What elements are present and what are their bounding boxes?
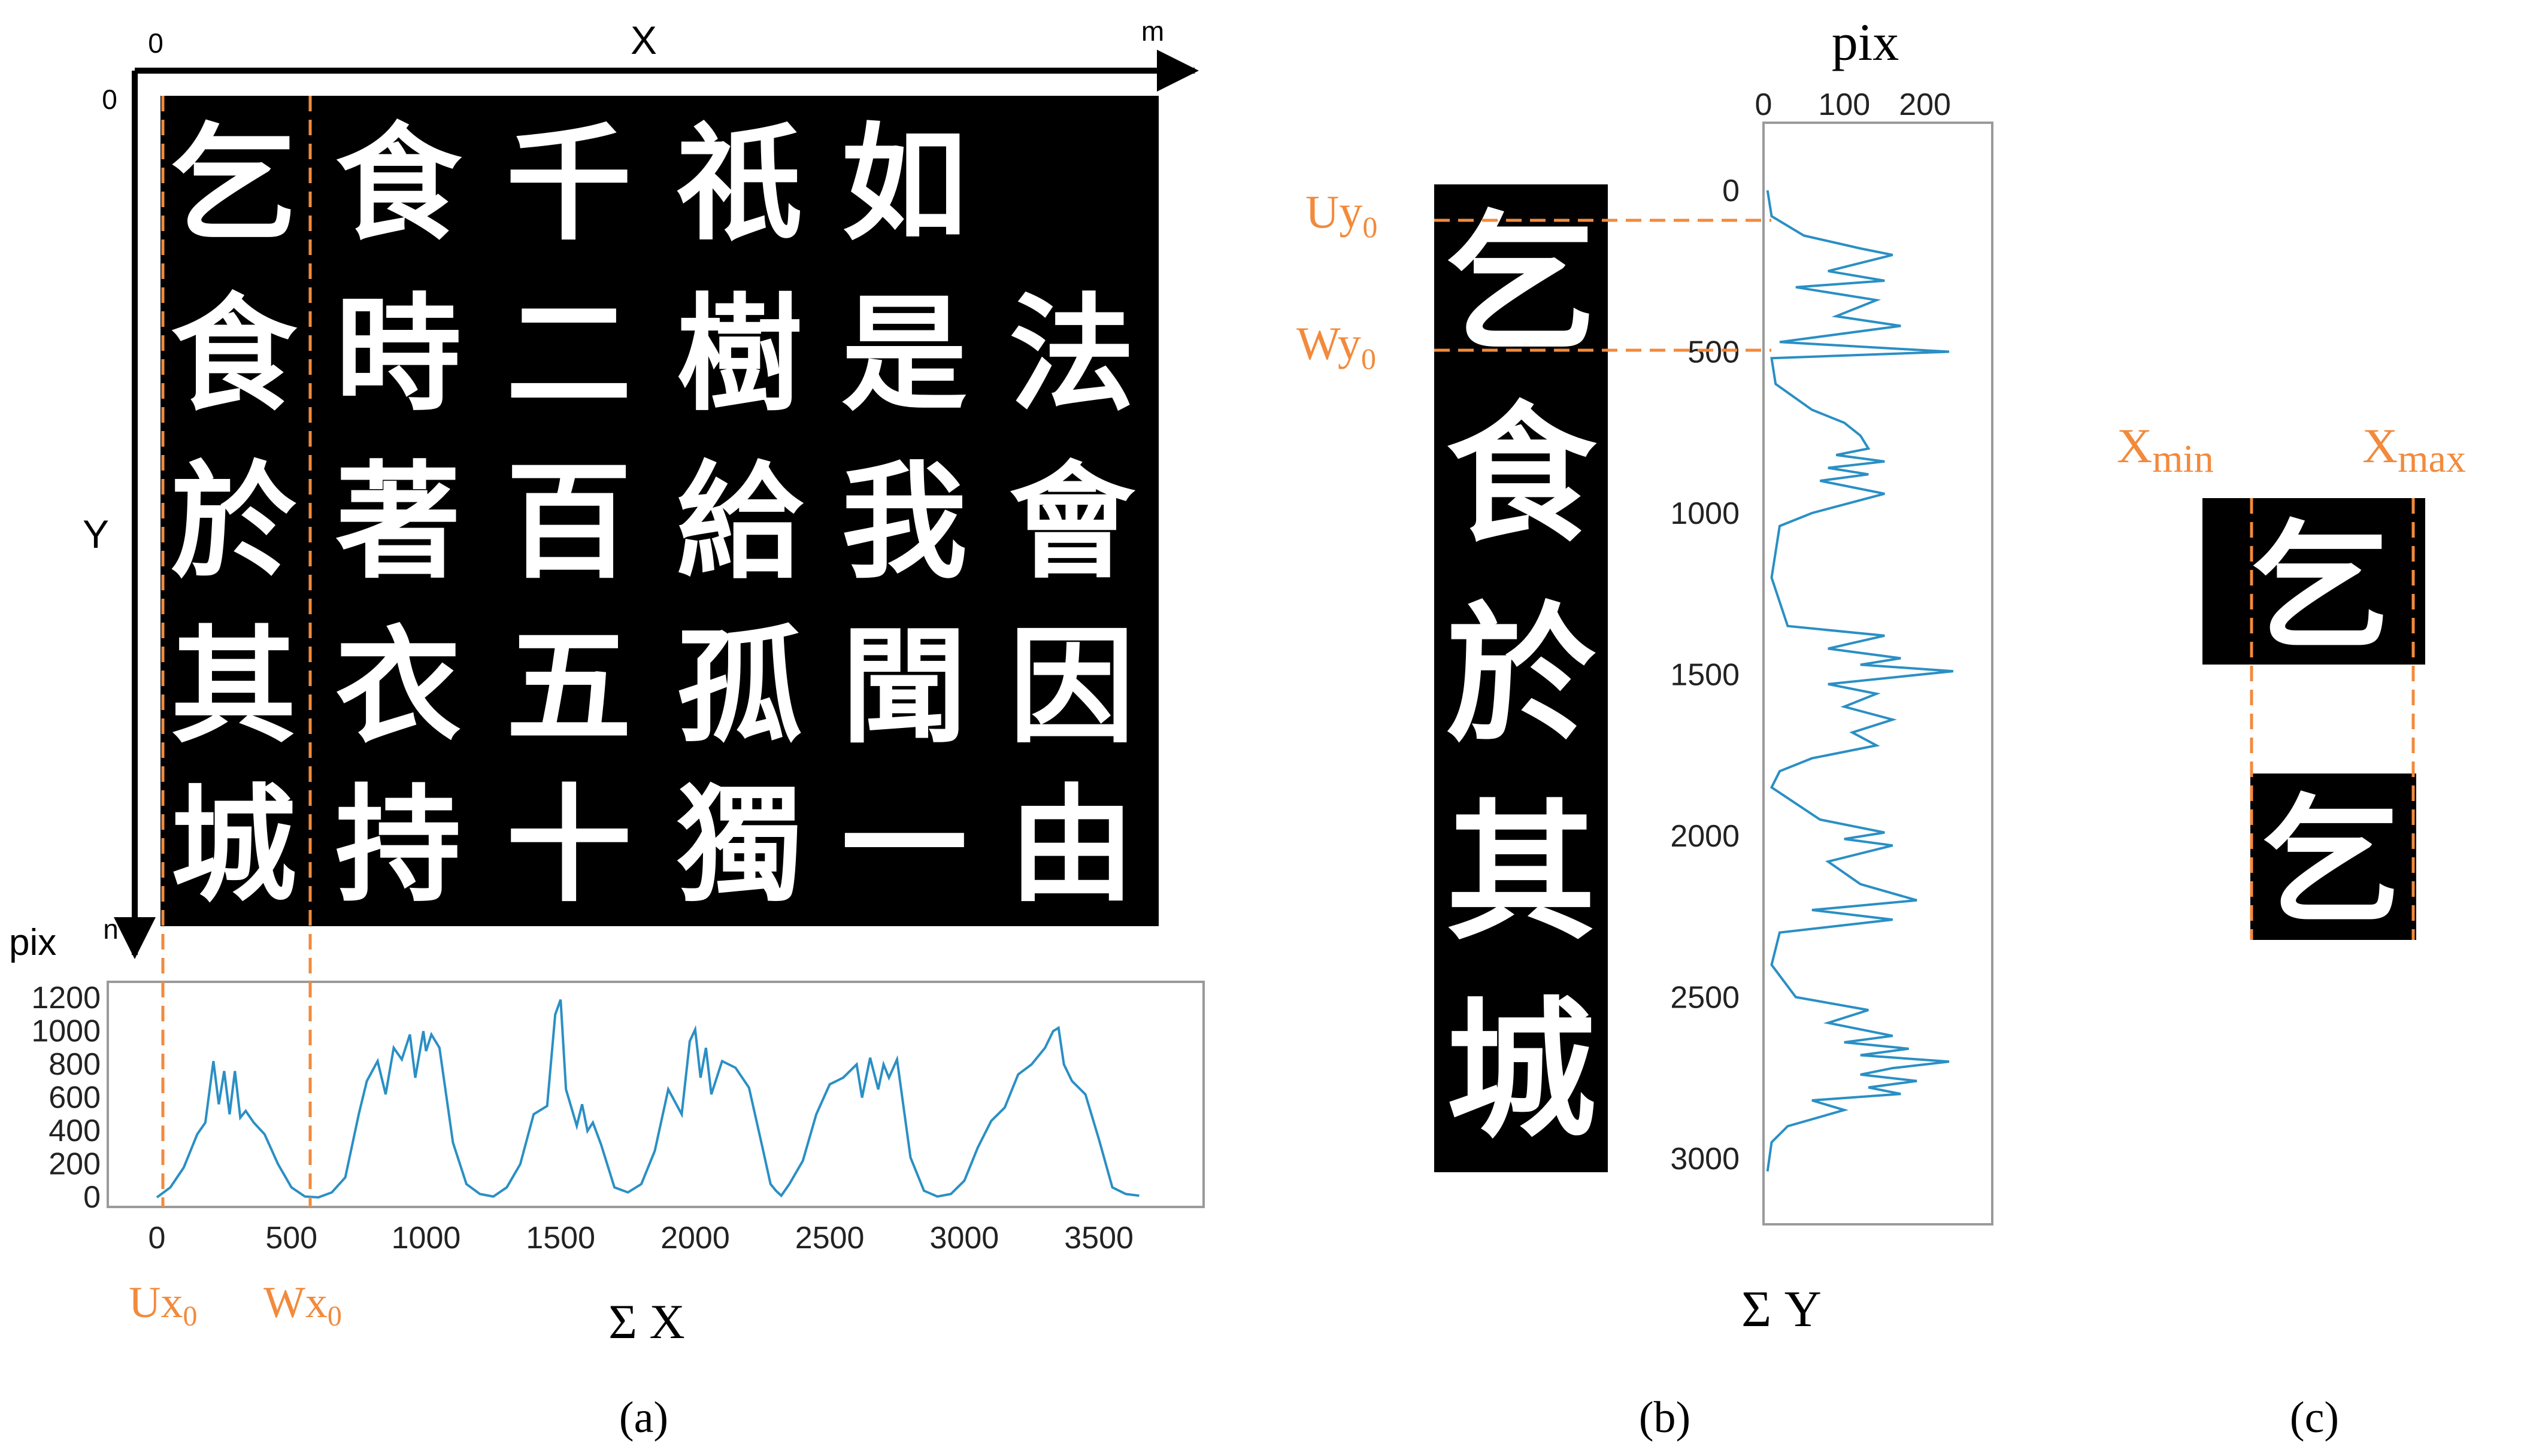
chart-a-ytick-label: 200 [49,1146,101,1181]
chart-a-xtick-label: 0 [149,1221,166,1255]
projection-chart-y: pix 0 100 200 0 500 1000 1500 2000 2500 3000 [1670,14,1993,1226]
grid-char: 乞 [171,110,296,257]
grid-char: 法 [1009,280,1135,428]
grid-char: 持 [335,771,461,919]
chart-a-x-ticks: 0 500 1000 1500 2000 2500 3000 3500 [149,1221,1134,1255]
chart-b-series-line [1766,190,1954,1172]
chart-a-xtick-label: 2000 [660,1221,730,1255]
sum-x-label: Σ X [608,1294,684,1349]
chart-b-ytick-label: 3000 [1670,1142,1740,1176]
grid-char: 是 [841,280,967,428]
grid-char: 會 [1009,448,1136,596]
grid-char: 著 [335,448,461,596]
grid-char: 因 [1009,612,1135,760]
chart-a-ytick-label: 1200 [31,981,101,1015]
grid-char: 五 [506,612,632,760]
grid-char: 於 [171,448,296,596]
grid-char: 我 [841,448,967,596]
grid-char: 樹 [677,280,802,428]
grid-char: 聞 [841,612,967,760]
chart-b-xtick-label: 100 [1818,87,1870,122]
y-axis-label: Y [83,512,109,556]
grid-char: 獨 [677,771,802,919]
calligraphy-image [160,96,1159,926]
panel-c: Xmin Xmax 乞 乞 (c) [2117,418,2466,1442]
chart-b-ytick-label: 1500 [1670,658,1740,693]
chart-a-xtick-label: 2500 [795,1221,865,1255]
chart-b-ytick-label: 0 [1722,174,1740,208]
chart-a-ytick-label: 600 [49,1080,101,1115]
uy0-label: Uy0 [1305,186,1377,244]
x-axis-end-label: m [1141,16,1164,47]
chart-a-xtick-label: 3500 [1064,1221,1134,1255]
char-crop-bottom [2250,774,2416,940]
chart-b-xlabel: pix [1832,14,1899,72]
column-char: 其 [1446,784,1596,960]
caption-a: (a) [619,1393,668,1442]
caption-b: (b) [1639,1393,1690,1442]
ux0-label: Ux0 [129,1278,197,1332]
chart-a-series-line [156,999,1140,1199]
chart-a-ytick-label: 400 [49,1114,101,1148]
grid-char: 其 [171,612,296,760]
chart-b-ytick-label: 1000 [1670,496,1740,531]
wy0-label: Wy0 [1296,317,1376,375]
char-crop-top-glyph: 乞 [2252,506,2389,668]
grid-char: 如 [841,110,967,257]
chart-b-xtick-label: 200 [1899,87,1951,122]
char-crop-top [2202,498,2425,665]
grid-char: 食 [335,110,462,257]
chart-a-ytick-label: 0 [83,1180,101,1215]
grid-char: 二 [506,280,632,428]
grid-char: 祇 [677,110,802,257]
grid-char: 衣 [335,612,461,760]
xmin-label: Xmin [2117,418,2214,481]
xmax-label: Xmax [2362,418,2466,481]
y-axis-end-label: n [103,914,119,945]
chart-b-ytick-label: 500 [1687,335,1740,370]
chart-b-frame [1762,122,1993,1226]
grid-char: 千 [506,110,632,257]
column-char: 於 [1446,587,1596,763]
grid-char: 城 [171,771,296,919]
column-char: 乞 [1446,195,1596,371]
chart-a-xtick-label: 3000 [930,1221,999,1255]
grid-char: 食 [171,280,298,428]
grid-char: 時 [335,280,461,428]
grid-char: 由 [1009,771,1135,919]
grid-char: 十 [506,771,632,919]
x-axis-label: X [631,18,657,62]
grid-char: 孤 [677,612,802,760]
chart-a-xtick-label: 1500 [526,1221,595,1255]
grid-char: 百 [506,448,632,596]
sum-y-label: Σ Y [1741,1280,1822,1337]
panel-a: 0 X m 0 Y n 乞食於其城食時著衣持千二百五十祇樹給孤獨如是我聞一法會因… [9,16,1205,1442]
chart-b-ytick-label: 2500 [1670,981,1740,1015]
chart-b-ytick-label: 2000 [1670,819,1740,854]
chart-a-frame [107,981,1205,1208]
chart-b-y-ticks: 0 500 1000 1500 2000 2500 3000 [1670,174,1740,1176]
char-crop-bottom-glyph: 乞 [2262,780,2400,942]
column-char: 食 [1446,386,1597,562]
y-axis-origin-label: 0 [102,84,117,115]
chart-a-ytick-label: 1000 [31,1014,101,1048]
chart-a-ytick-label: 800 [49,1047,101,1082]
wx0-label: Wx0 [263,1278,342,1332]
column-char: 城 [1446,982,1596,1158]
chart-b-xtick-label: 0 [1755,87,1772,122]
chart-a-xtick-label: 500 [265,1221,317,1255]
chart-a-ylabel: pix [9,922,56,963]
caption-c: (c) [2290,1393,2339,1442]
grid-char: 給 [677,448,804,596]
chart-b-x-ticks: 0 100 200 [1755,87,1951,122]
x-axis-origin-label: 0 [148,28,163,59]
chart-a-xtick-label: 1000 [392,1221,461,1255]
grid-char: 一 [841,771,967,919]
